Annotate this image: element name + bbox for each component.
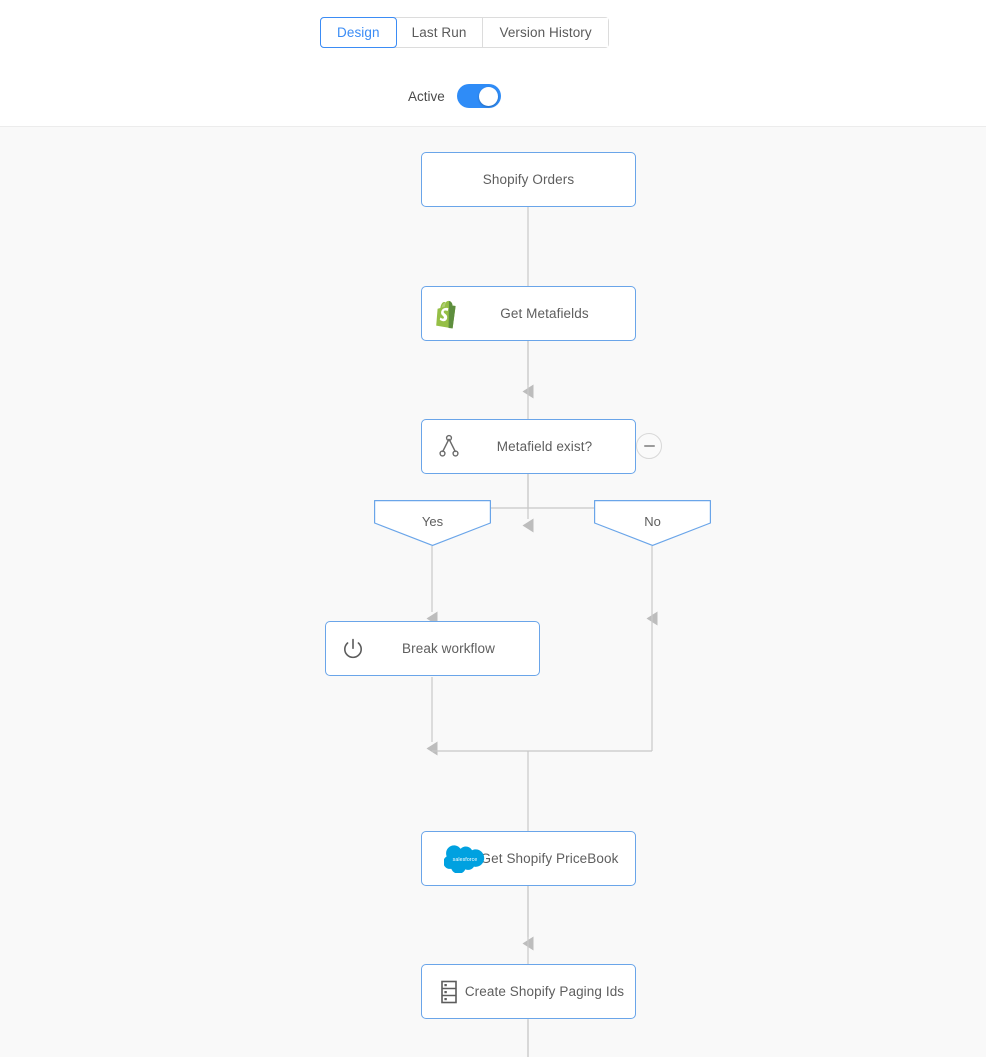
node-metafield-exist[interactable]: Metafield exist? bbox=[421, 419, 636, 474]
view-tabs: Design Last Run Version History bbox=[320, 17, 609, 48]
active-toggle-label: Active bbox=[408, 88, 445, 104]
page-header: Design Last Run Version History Active bbox=[0, 0, 986, 127]
branch-yes-label: Yes bbox=[421, 514, 444, 529]
minus-icon bbox=[643, 445, 655, 447]
node-get-metafields-label: Get Metafields bbox=[500, 305, 589, 321]
node-shopify-orders-label: Shopify Orders bbox=[482, 171, 575, 187]
tab-design[interactable]: Design bbox=[320, 17, 397, 48]
branch-yes[interactable]: Yes bbox=[374, 500, 491, 546]
branch-no-label: No bbox=[644, 514, 661, 529]
salesforce-icon: salesforce bbox=[444, 844, 486, 874]
connector-lines bbox=[426, 207, 658, 1057]
node-break-workflow-label: Break workflow bbox=[402, 640, 495, 656]
node-get-metafields[interactable]: Get Metafields bbox=[421, 286, 636, 341]
active-toggle[interactable] bbox=[456, 84, 501, 108]
node-create-shopify-paging-ids[interactable]: Create Shopify Paging Ids bbox=[421, 964, 636, 1019]
tab-version-history-label: Version History bbox=[499, 25, 592, 40]
workflow-canvas[interactable]: Shopify Orders Get Metafields bbox=[0, 127, 986, 1057]
node-shopify-orders[interactable]: Shopify Orders bbox=[421, 152, 636, 207]
node-get-shopify-pricebook[interactable]: salesforce Get Shopify PriceBook bbox=[421, 831, 636, 886]
node-metafield-exist-label: Metafield exist? bbox=[496, 438, 593, 454]
list-icon bbox=[434, 977, 464, 1007]
node-break-workflow[interactable]: Break workflow bbox=[325, 621, 540, 676]
power-icon bbox=[338, 634, 368, 664]
tab-last-run-label: Last Run bbox=[411, 25, 467, 40]
tab-last-run[interactable]: Last Run bbox=[395, 18, 484, 47]
tab-version-history[interactable]: Version History bbox=[483, 18, 608, 47]
branch-fork-icon bbox=[434, 432, 464, 462]
shopify-icon bbox=[434, 299, 464, 329]
collapse-branch-button[interactable] bbox=[636, 433, 662, 459]
active-toggle-row: Active bbox=[408, 84, 501, 108]
tab-design-label: Design bbox=[337, 25, 380, 40]
node-create-shopify-paging-ids-label: Create Shopify Paging Ids bbox=[464, 983, 625, 999]
branch-no[interactable]: No bbox=[594, 500, 711, 546]
svg-text:salesforce: salesforce bbox=[453, 857, 478, 863]
node-get-shopify-pricebook-label: Get Shopify PriceBook bbox=[480, 850, 619, 866]
toggle-knob bbox=[479, 86, 499, 106]
